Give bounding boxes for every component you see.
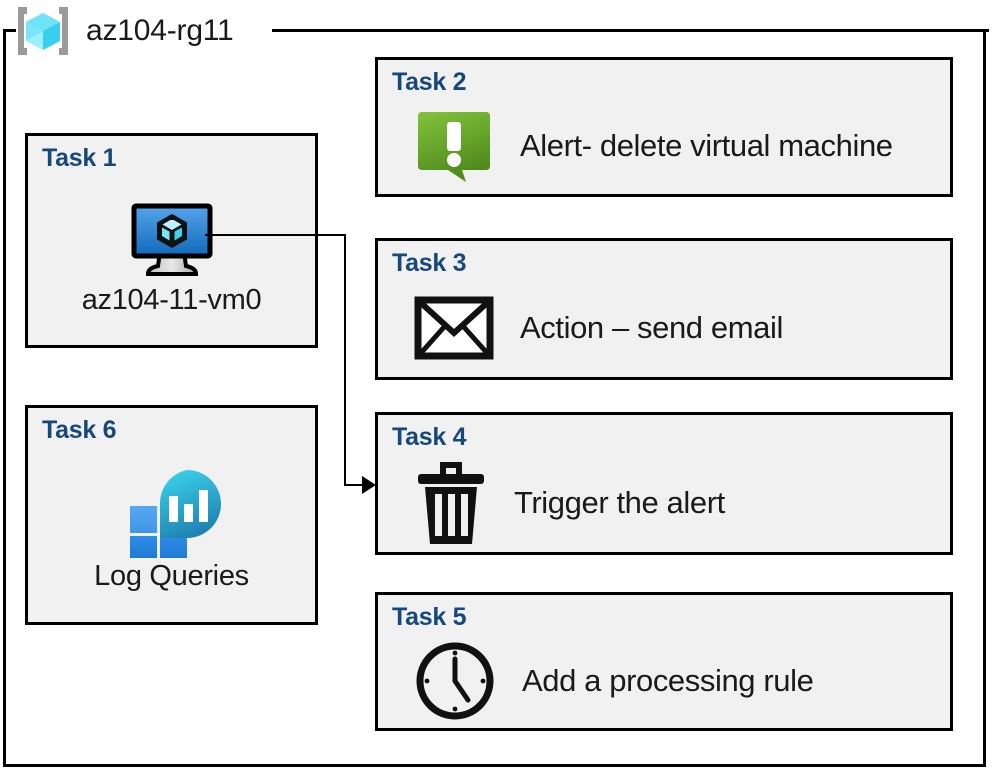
card-task5-row: Add a processing rule bbox=[414, 637, 940, 724]
envelope-icon bbox=[414, 296, 494, 360]
resource-group-title: az104-rg11 bbox=[86, 14, 234, 47]
card-task4-title: Task 4 bbox=[392, 423, 467, 451]
card-task1-label: az104-11-vm0 bbox=[81, 284, 262, 316]
connector-segment-vertical bbox=[344, 234, 346, 485]
alert-exclamation-bubble-icon bbox=[414, 108, 494, 184]
card-task4-label: Trigger the alert bbox=[514, 484, 725, 520]
resource-group-frame bbox=[3, 31, 986, 767]
card-task3[interactable]: Task 3 Action – send email bbox=[375, 238, 953, 380]
card-task1[interactable]: Task 1 bbox=[25, 133, 318, 348]
card-task4[interactable]: Task 4 Trigger the alert bbox=[375, 412, 953, 555]
card-task5-label: Add a processing rule bbox=[522, 662, 814, 698]
card-task6-title: Task 6 bbox=[42, 416, 117, 444]
card-task4-row: Trigger the alert bbox=[414, 457, 940, 548]
card-task2-title: Task 2 bbox=[392, 68, 467, 96]
resource-group-header: az104-rg11 bbox=[14, 2, 234, 60]
clock-icon bbox=[414, 640, 496, 722]
resource-group-frame-top-left-segment bbox=[3, 29, 16, 32]
card-task3-title: Task 3 bbox=[392, 249, 467, 277]
card-task5[interactable]: Task 5 Add a processing rule bbox=[375, 592, 953, 731]
card-task3-row: Action – send email bbox=[414, 283, 940, 373]
connector-segment-horizontal-top bbox=[205, 234, 346, 236]
card-task1-title: Task 1 bbox=[42, 144, 117, 172]
azure-resource-group-icon bbox=[14, 4, 72, 58]
card-task6[interactable]: Task 6 bbox=[25, 405, 318, 625]
connector-segment-horizontal-bottom bbox=[344, 484, 366, 486]
virtual-machine-icon bbox=[124, 200, 220, 285]
resource-group-frame-top-right-segment bbox=[272, 29, 989, 32]
card-task2-label: Alert- delete virtual machine bbox=[520, 128, 893, 163]
card-task2[interactable]: Task 2 Alert- delete virtual machine bbox=[375, 57, 953, 197]
card-task6-label: Log Queries bbox=[94, 560, 249, 592]
card-task5-title: Task 5 bbox=[392, 603, 467, 631]
card-task2-row: Alert- delete virtual machine bbox=[414, 102, 940, 190]
trash-can-icon bbox=[414, 458, 488, 548]
card-task3-label: Action – send email bbox=[520, 310, 783, 345]
arrow-right-icon bbox=[362, 476, 376, 494]
log-analytics-icon bbox=[120, 466, 224, 563]
